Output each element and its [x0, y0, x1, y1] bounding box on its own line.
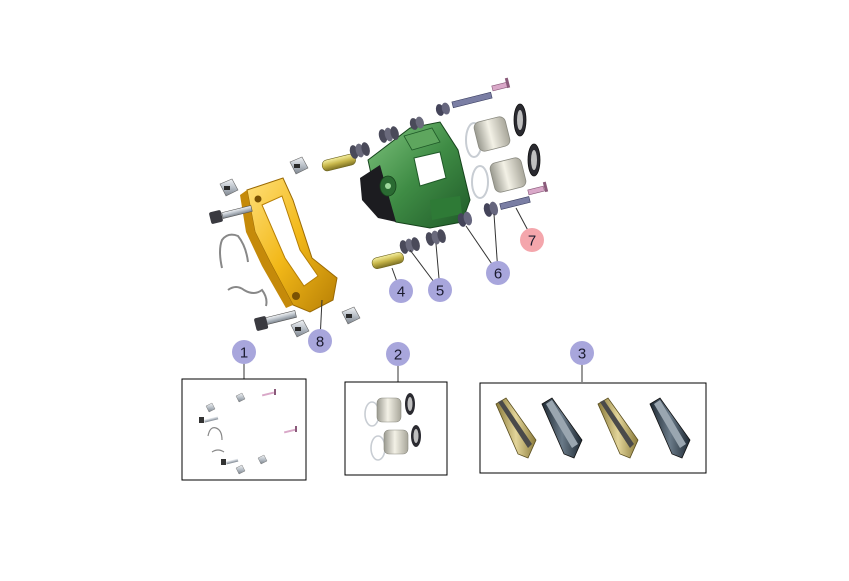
- hardware-kit-box[interactable]: [181, 378, 307, 481]
- abutment-clip-4[interactable]: [341, 306, 361, 325]
- guide-bolt-lower[interactable]: [499, 181, 549, 210]
- anti-rattle-spring-lower[interactable]: [227, 286, 268, 307]
- callout-number: 2: [394, 347, 402, 364]
- callout-5[interactable]: 5: [428, 278, 452, 302]
- guide-bolt-upper[interactable]: [451, 77, 511, 109]
- callout-badge: [570, 341, 594, 365]
- callout-badge: [386, 342, 410, 366]
- abutment-clip-3[interactable]: [290, 319, 310, 338]
- abutment-clip-2[interactable]: [289, 156, 309, 175]
- brake-pad-3[interactable]: [597, 397, 639, 459]
- callout-number: 6: [494, 266, 502, 283]
- brake-pad-4[interactable]: [649, 397, 691, 459]
- piston-upper[interactable]: [465, 103, 527, 158]
- caliper-housing[interactable]: [360, 121, 471, 229]
- guide-pin-lower[interactable]: [371, 251, 405, 269]
- callout-number: 4: [397, 284, 405, 301]
- brake-pad-set-box[interactable]: [479, 382, 707, 474]
- callout-2[interactable]: 2: [386, 342, 410, 366]
- bracket-bolt-upper[interactable]: [209, 205, 253, 224]
- piston-kit-box[interactable]: [344, 381, 448, 476]
- abutment-clip-1[interactable]: [219, 178, 239, 197]
- callout-6[interactable]: 6: [486, 261, 510, 285]
- callout-badge: [428, 278, 452, 302]
- callout-badge: [308, 329, 332, 353]
- callout-3[interactable]: 3: [570, 341, 594, 365]
- callout-badge: [389, 279, 413, 303]
- callout-number: 1: [240, 345, 248, 362]
- callout-badge: [232, 340, 256, 364]
- callout-badge: [486, 261, 510, 285]
- guide-pin-bushing-set[interactable]: [435, 102, 500, 228]
- callout-number: 8: [316, 334, 324, 351]
- piston-lower[interactable]: [471, 143, 541, 199]
- callout-7[interactable]: 7: [520, 228, 544, 252]
- callout-8[interactable]: 8: [308, 329, 332, 353]
- brake-pad-1[interactable]: [495, 397, 537, 459]
- callout-number: 3: [578, 346, 586, 363]
- callout-number: 7: [528, 233, 536, 250]
- callout-badge: [520, 228, 544, 252]
- anti-rattle-spring-upper[interactable]: [219, 233, 249, 269]
- callout-1[interactable]: 1: [232, 340, 256, 364]
- callout-4[interactable]: 4: [389, 279, 413, 303]
- pin-boot-set[interactable]: [348, 116, 447, 255]
- callout-number: 5: [436, 283, 444, 300]
- caliper-bracket[interactable]: [240, 177, 338, 313]
- brake-pad-2[interactable]: [541, 397, 583, 459]
- bracket-bolt-lower[interactable]: [254, 310, 297, 331]
